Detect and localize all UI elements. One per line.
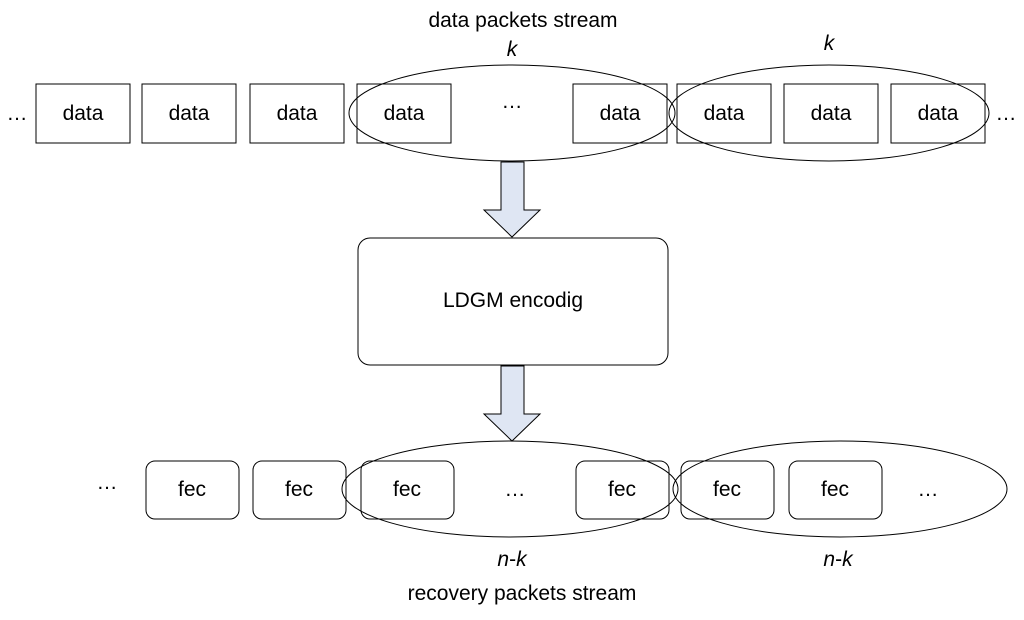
fec-packet-2: fec: [252, 460, 347, 520]
data-packet-label: data: [811, 102, 852, 125]
recovery-stream-title: recovery packets stream: [408, 582, 637, 605]
fec-packet-label: fec: [178, 478, 206, 501]
data-packet-label: data: [63, 102, 104, 125]
fec-packet-label: fec: [713, 478, 741, 501]
data-packet-label: data: [384, 102, 425, 125]
data-packet-7: data: [783, 83, 879, 144]
data-packet-label: data: [169, 102, 210, 125]
data-group-ellipse-2: [668, 64, 990, 162]
fec-row-trailing-ellipsis: …: [918, 478, 939, 501]
data-packet-label: data: [600, 102, 641, 125]
data-packet-3: data: [249, 83, 345, 144]
fec-packet-5: fec: [680, 460, 775, 520]
data-group-ellipse-1: [348, 64, 676, 162]
data-stream-title: data packets stream: [428, 9, 617, 32]
fec-packet-1: fec: [145, 460, 240, 520]
fec-group-ellipse-1: [341, 440, 679, 538]
fec-group-label-1: n-k: [497, 548, 528, 571]
fec-row-middle-ellipsis: …: [505, 478, 526, 501]
data-packet-label: data: [918, 102, 959, 125]
data-packet-8: data: [890, 83, 986, 144]
data-packet-5: data: [572, 83, 668, 144]
fec-row-leading-ellipsis: …: [97, 471, 118, 494]
fec-packet-6: fec: [788, 460, 883, 520]
data-packet-1: data: [35, 83, 131, 144]
data-row-middle-ellipsis: …: [502, 90, 523, 113]
data-group-label-k-2: k: [824, 32, 836, 55]
data-packet-label: data: [277, 102, 318, 125]
data-row-leading-ellipsis: …: [7, 102, 28, 125]
fec-group-label-2: n-k: [823, 548, 854, 571]
data-packet-4: data: [356, 83, 452, 144]
down-arrow-to-encoder: [482, 161, 542, 238]
fec-packet-3: fec: [360, 460, 455, 520]
down-arrow-to-fec: [482, 365, 542, 442]
ldgm-encoder-label: LDGM encodig: [443, 289, 583, 312]
data-packet-label: data: [704, 102, 745, 125]
fec-group-ellipse-2: [672, 440, 1008, 538]
data-packet-2: data: [141, 83, 237, 144]
fec-packet-4: fec: [575, 460, 670, 520]
fec-packet-label: fec: [608, 478, 636, 501]
fec-packet-label: fec: [393, 478, 421, 501]
fec-packet-label: fec: [821, 478, 849, 501]
data-group-label-k-1: k: [507, 38, 519, 61]
data-packet-6: data: [676, 83, 772, 144]
ldgm-encoder-box: LDGM encodig: [357, 237, 669, 366]
fec-packet-label: fec: [285, 478, 313, 501]
data-row-trailing-ellipsis: …: [996, 102, 1017, 125]
